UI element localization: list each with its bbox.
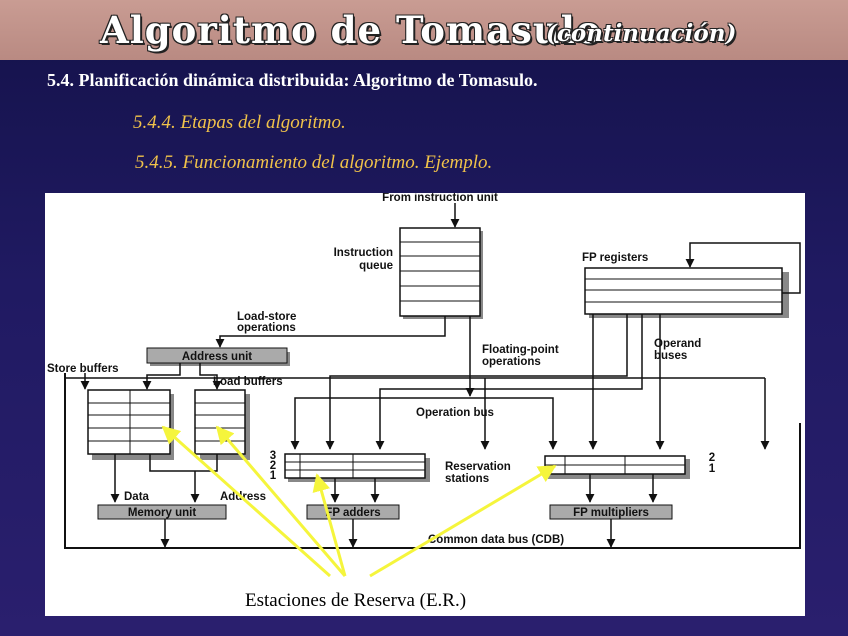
label-fp-operations: operations: [482, 356, 541, 368]
label-from-instruction-unit: From instruction unit: [382, 193, 498, 204]
highlight-arrow-store-buffers: [161, 425, 331, 578]
label-fp-multipliers: FP multipliers: [573, 507, 649, 519]
instruction-queue: [399, 227, 481, 317]
tomasulo-diagram: From instruction unit Instruction queue …: [45, 193, 805, 616]
section-heading: 5.4. Planificación dinámica distribuida:…: [47, 70, 538, 90]
label-operation-bus: Operation bus: [416, 407, 494, 419]
operation-bus-left: [290, 397, 470, 450]
highlight-arrow-rs-multipliers: [369, 464, 557, 578]
label-load-store-operations: operations: [237, 322, 296, 334]
label-floating-point: Floating-point: [482, 344, 559, 356]
highlight-arrow-load-buffers: [215, 425, 347, 577]
diagram-caption: Estaciones de Reserva (E.R.): [245, 590, 466, 611]
fp-registers: [584, 267, 783, 315]
slide-title-note: (continuación): [546, 20, 737, 47]
label-stations: stations: [445, 473, 489, 485]
label-reservation: Reservation: [445, 461, 511, 473]
rs-right-num-1: 1: [709, 463, 716, 475]
memory-unit-box: [97, 504, 227, 520]
label-address-unit: Address unit: [182, 351, 252, 363]
tomasulo-diagram-svg: From instruction unit Instruction queue …: [47, 193, 801, 611]
highlight-arrow-rs-adders: [312, 473, 347, 577]
buffer-link: [149, 454, 218, 472]
label-fp-registers: FP registers: [582, 252, 648, 264]
load-buffers: [194, 389, 246, 455]
label-load-buffers: Load buffers: [213, 376, 283, 388]
rs-right-num-2: 2: [709, 452, 715, 464]
rs-left-num-2: 2: [270, 460, 276, 472]
slide-title: Algoritmo de Tomasulo: [100, 8, 602, 52]
label-store-buffers: Store buffers: [47, 363, 119, 375]
address-unit-box: [146, 347, 288, 364]
label-instruction: Instruction: [334, 247, 393, 259]
arrow-load-store: [215, 316, 446, 348]
label-cdb: Common data bus (CDB): [428, 534, 564, 546]
rs-left-num-1: 1: [270, 470, 277, 482]
subsection-item-2: 5.4.5. Funcionamiento del algoritmo. Eje…: [135, 152, 493, 173]
highlight-arrows: [161, 425, 557, 578]
arrow-to-store-buffers: [142, 363, 181, 390]
subsection-item-1: 5.4.4. Etapas del algoritmo.: [133, 112, 346, 133]
label-memory-unit: Memory unit: [128, 507, 197, 519]
label-load-store: Load-store: [237, 311, 296, 323]
rs-left-num-3: 3: [270, 450, 276, 462]
cdb-to-fp-registers: [685, 242, 801, 294]
label-operand: Operand: [654, 338, 701, 350]
operand-bus-2: [375, 314, 643, 450]
store-buffers: [87, 389, 171, 455]
label-fp-adders: FP adders: [325, 507, 380, 519]
label-buses: buses: [654, 350, 687, 362]
operand-bus-1: [325, 314, 628, 450]
label-queue: queue: [359, 260, 393, 272]
operation-bus-right: [470, 397, 558, 450]
label-data: Data: [124, 491, 150, 503]
title-bar: Algoritmo de Tomasulo (continuación): [0, 0, 848, 60]
common-data-bus: [64, 373, 801, 549]
arrow-to-load-buffers: [199, 363, 222, 390]
reservation-stations-adders: [284, 453, 426, 479]
reservation-stations-multipliers: [544, 455, 686, 475]
